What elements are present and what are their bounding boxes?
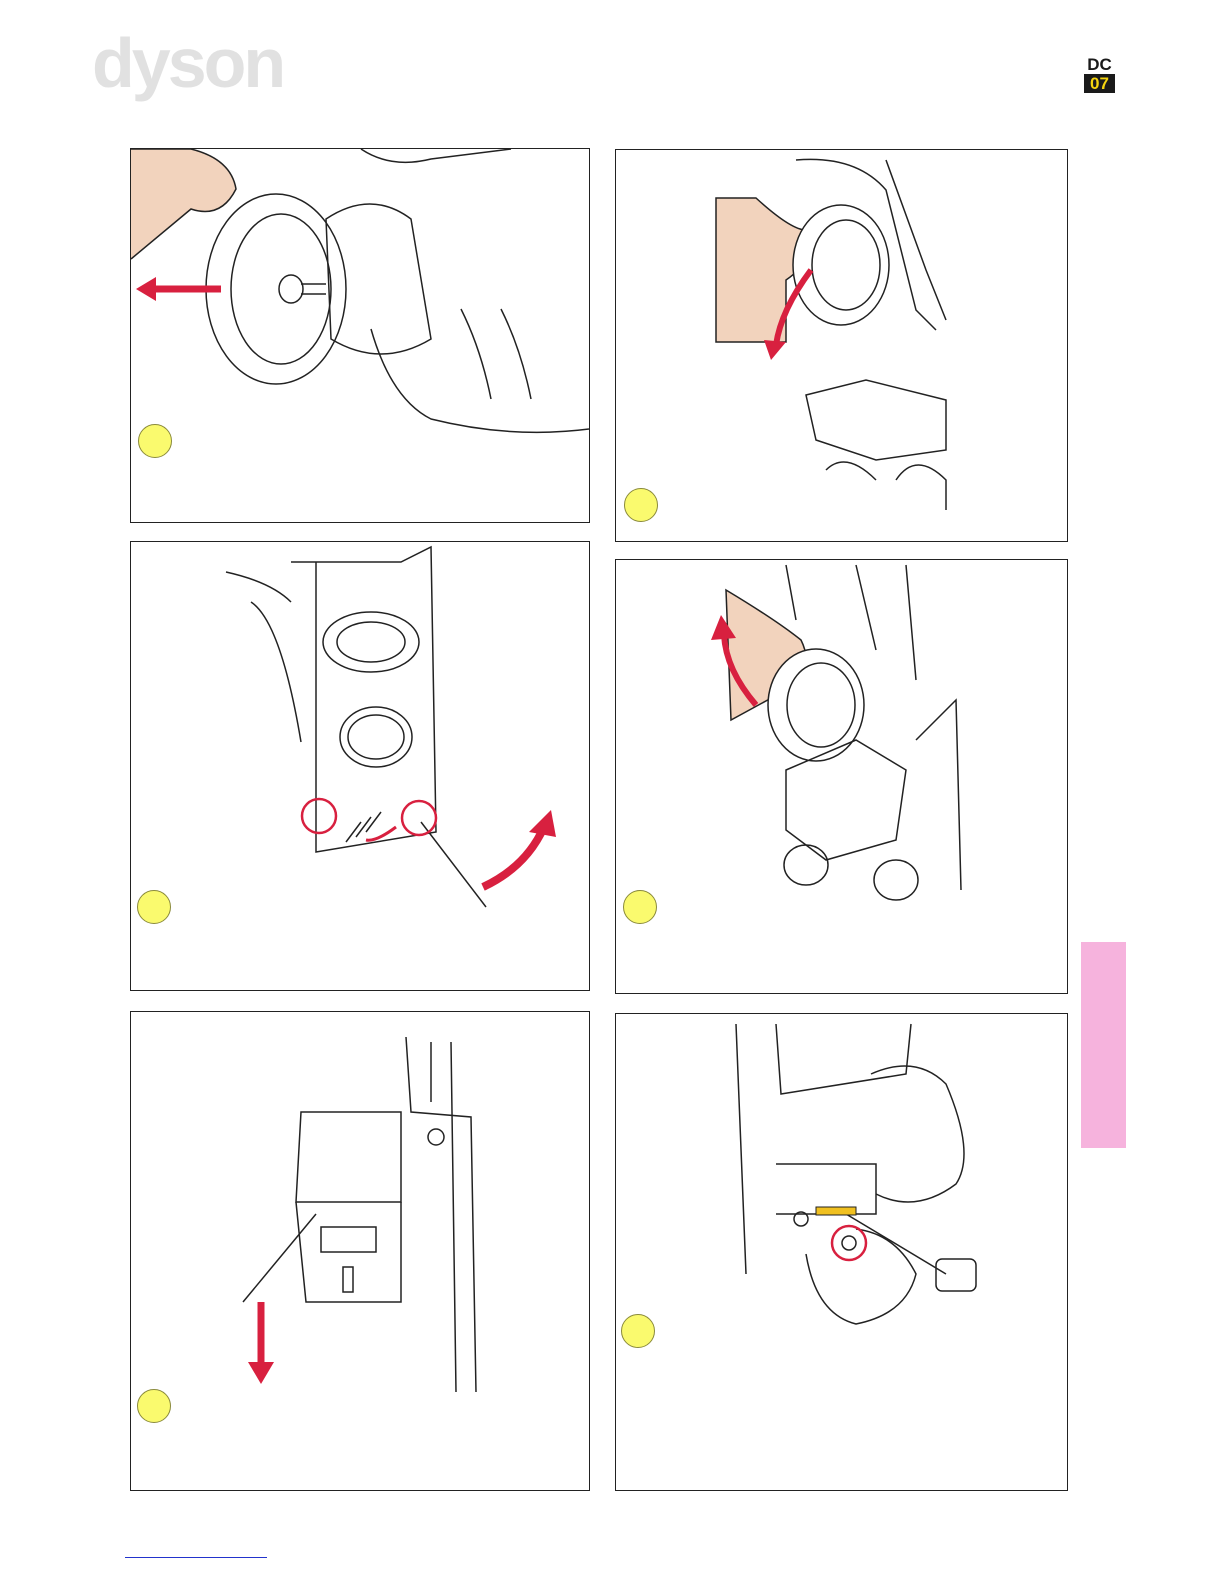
step-marker xyxy=(623,890,657,924)
panel-5 xyxy=(130,1011,590,1491)
panel-2-illustration xyxy=(616,150,1067,541)
dyson-logo: dyson xyxy=(92,28,283,98)
panel-2 xyxy=(615,149,1068,542)
model-badge-top: DC xyxy=(1084,55,1115,74)
panel-3 xyxy=(130,541,590,991)
panel-3-illustration xyxy=(131,542,589,990)
panel-1-illustration xyxy=(131,149,589,522)
step-marker xyxy=(137,890,171,924)
step-marker xyxy=(621,1314,655,1348)
panel-6-illustration xyxy=(616,1014,1067,1490)
step-marker xyxy=(137,1389,171,1423)
panel-6 xyxy=(615,1013,1068,1491)
panel-4 xyxy=(615,559,1068,994)
section-tab[interactable] xyxy=(1081,942,1126,1148)
step-marker xyxy=(138,424,172,458)
panel-4-illustration xyxy=(616,560,1067,993)
model-badge-bottom: 07 xyxy=(1084,74,1115,93)
footer-link[interactable] xyxy=(125,1557,267,1558)
step-marker xyxy=(624,488,658,522)
panel-5-illustration xyxy=(131,1012,589,1490)
model-badge: DC 07 xyxy=(1084,55,1115,93)
panel-1 xyxy=(130,148,590,523)
